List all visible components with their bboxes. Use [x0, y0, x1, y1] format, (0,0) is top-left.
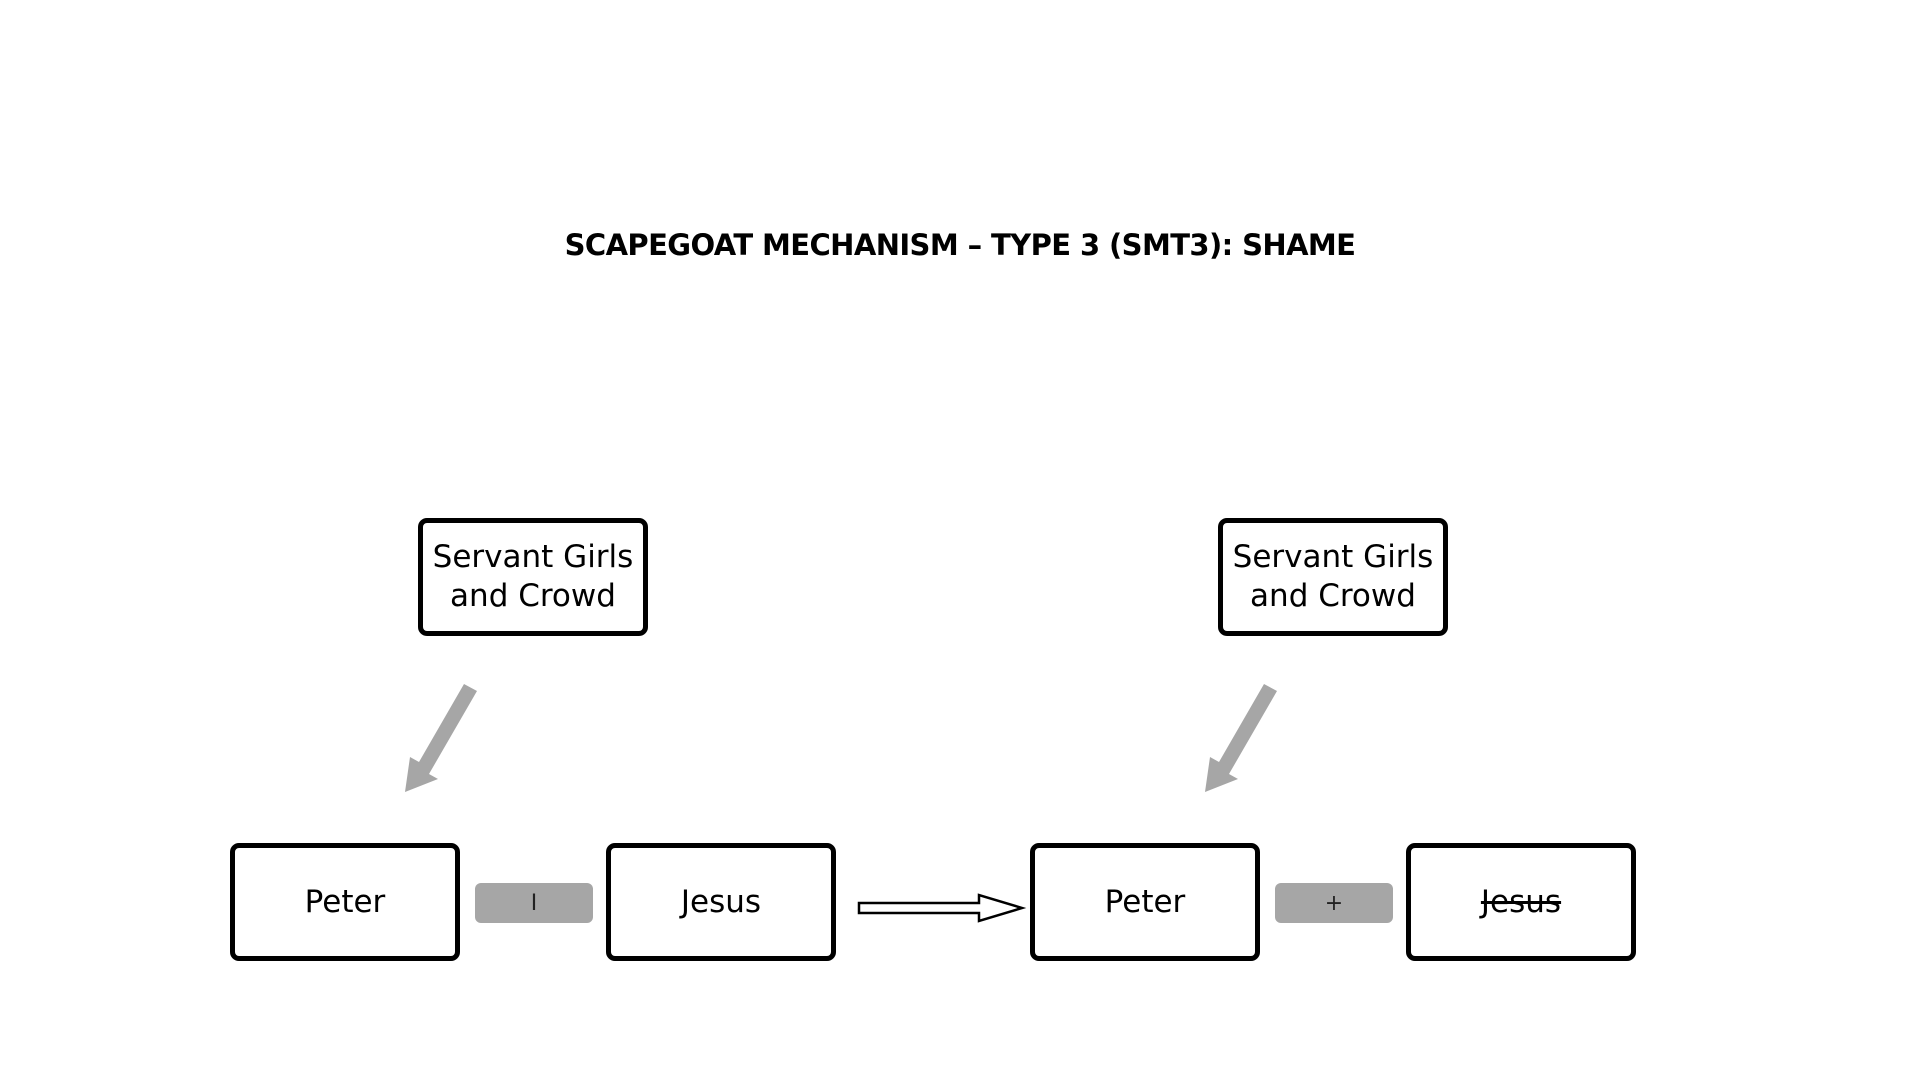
right-jesus-box: Jesus [1406, 843, 1636, 961]
left-jesus-label: Jesus [680, 883, 762, 920]
left-actor-box: Servant Girls and Crowd [418, 518, 648, 636]
right-peter-label: Peter [1104, 883, 1186, 920]
left-relation-symbol: I [530, 890, 538, 916]
right-peter-box: Peter [1030, 843, 1260, 961]
left-influence-arrow [405, 684, 477, 792]
right-relation-bar: + [1275, 883, 1393, 923]
right-jesus-struck-label: Jesus [1480, 883, 1562, 920]
left-peter-box: Peter [230, 843, 460, 961]
diagram-title: SCAPEGOAT MECHANISM – TYPE 3 (SMT3): SHA… [564, 228, 1356, 262]
right-relation-symbol: + [1324, 890, 1344, 916]
left-actor-line-2: and Crowd [450, 578, 616, 614]
right-actor-line-1: Servant Girls [1232, 539, 1434, 575]
left-actor-line-1: Servant Girls [432, 539, 634, 575]
left-relation-bar: I [475, 883, 593, 923]
right-actor-line-2: and Crowd [1250, 578, 1416, 614]
transition-arrow [857, 893, 1027, 923]
left-peter-label: Peter [304, 883, 386, 920]
right-influence-arrow [1205, 684, 1277, 792]
left-jesus-box: Jesus [606, 843, 836, 961]
right-actor-box: Servant Girls and Crowd [1218, 518, 1448, 636]
